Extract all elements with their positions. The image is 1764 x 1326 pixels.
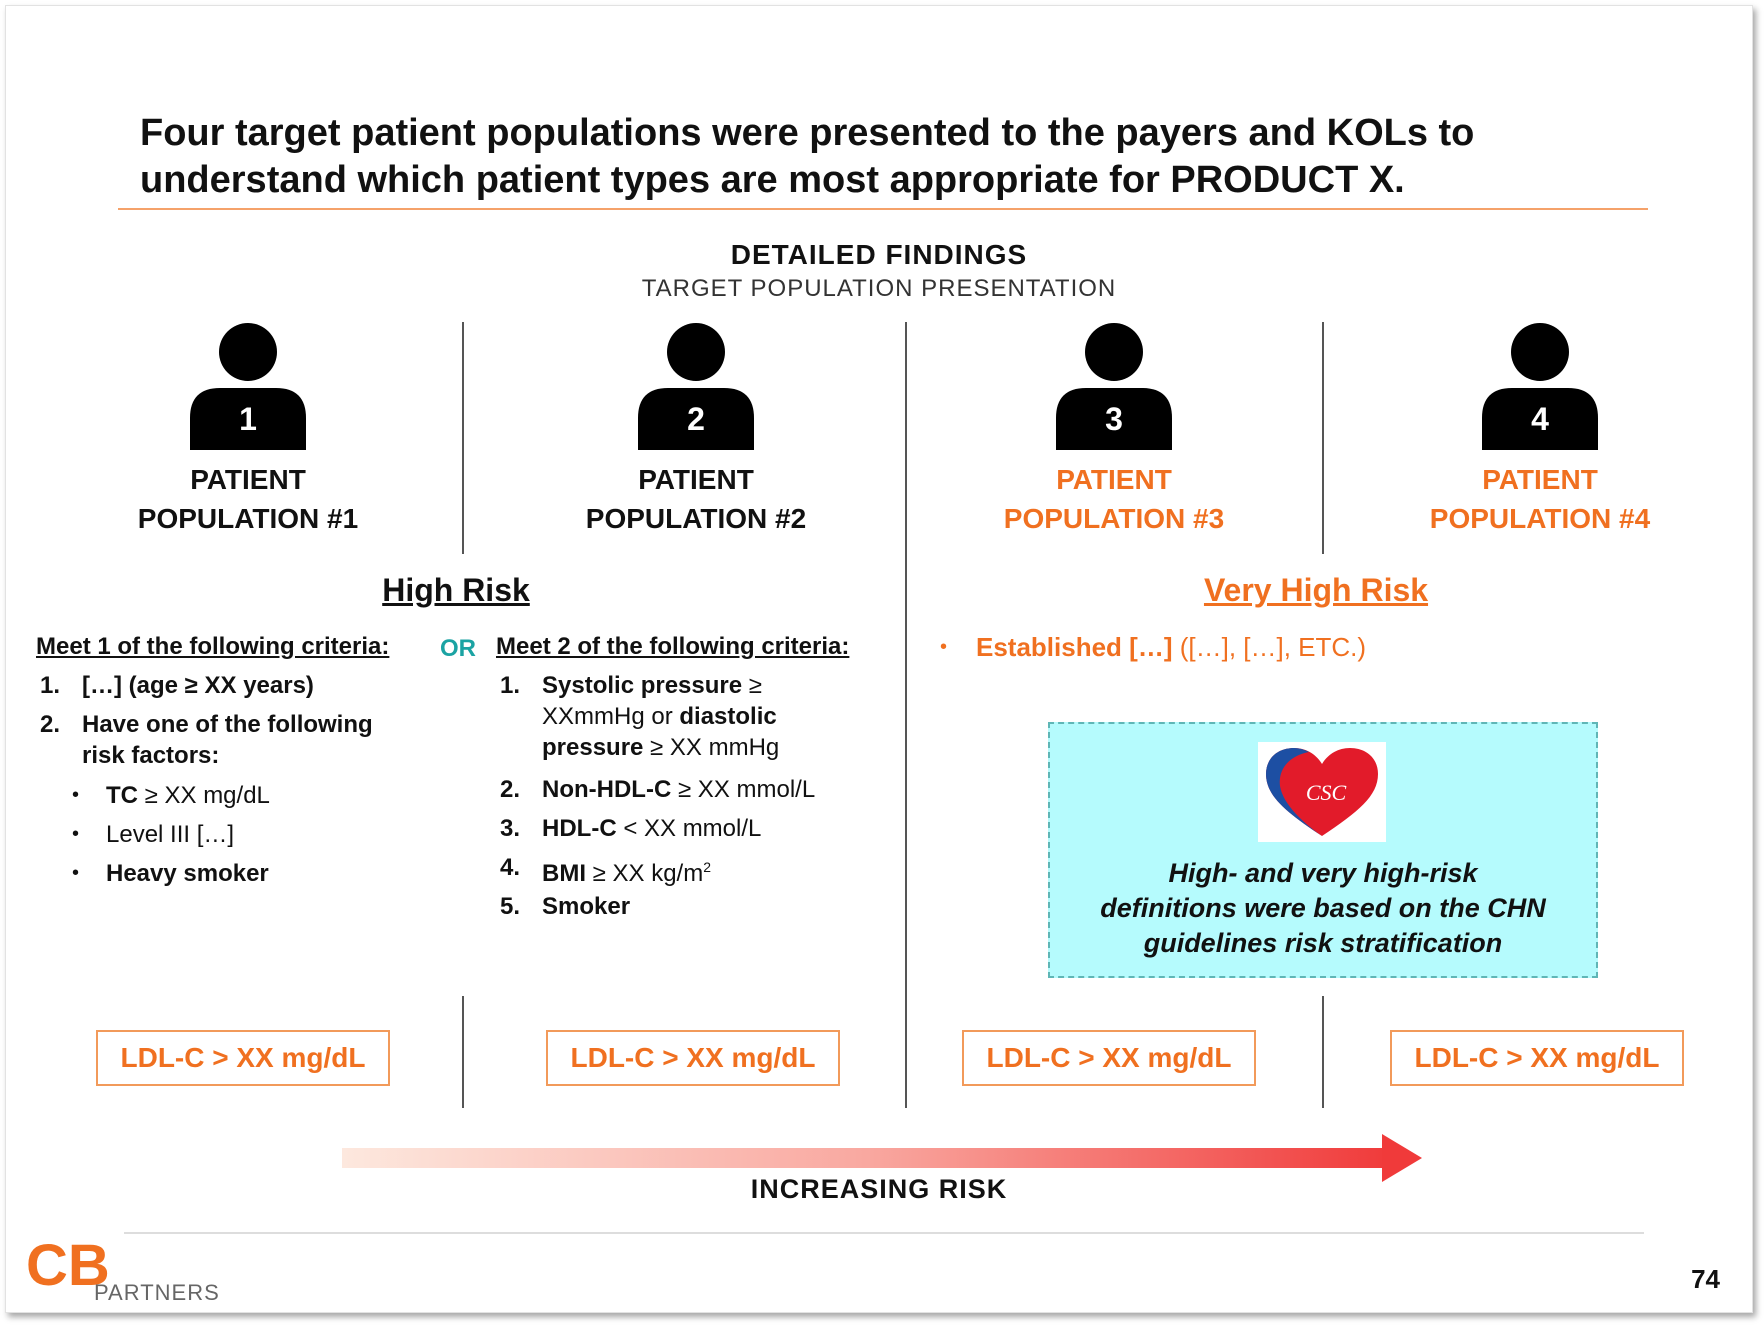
ldl-box-1: LDL-C > XX mg/dL xyxy=(96,1030,390,1086)
divider-3-4-bottom xyxy=(1322,996,1324,1108)
svg-text:CSC: CSC xyxy=(1306,780,1347,805)
arrow-right-icon xyxy=(342,1132,1422,1184)
very-high-risk-heading: Very High Risk xyxy=(1203,572,1429,608)
person-icon: 2 xyxy=(636,322,756,450)
population-number-3: 3 xyxy=(1105,401,1123,437)
page-number: 74 xyxy=(1691,1264,1720,1294)
callout-text: High- and very high-risk definitions wer… xyxy=(1100,858,1546,958)
criteria-heading-meet-1: Meet 1 of the following criteria: xyxy=(36,633,390,660)
or-label: OR xyxy=(440,635,476,662)
heart-logo-icon: CSC xyxy=(1258,742,1386,842)
section-heading: DETAILED FINDINGS xyxy=(730,239,1028,270)
divider-3-4-top xyxy=(1322,322,1324,554)
population-number-1: 1 xyxy=(239,401,257,437)
slide: Four target patient populations were pre… xyxy=(5,5,1753,1313)
population-number-4: 4 xyxy=(1531,401,1549,437)
section-subheading: TARGET POPULATION PRESENTATION xyxy=(641,275,1117,302)
population-number-2: 2 xyxy=(687,401,705,437)
footer-divider xyxy=(124,1232,1644,1234)
title-divider xyxy=(118,208,1648,210)
divider-1-2-bottom xyxy=(462,996,464,1108)
criteria-list-left: 1. […] (age ≥ XX years) 2. Have one of t… xyxy=(40,672,373,887)
ldl-box-2: LDL-C > XX mg/dL xyxy=(546,1030,840,1086)
guidelines-callout: CSC High- and very high-risk definitions… xyxy=(1048,722,1598,978)
criteria-list-right: 1. Systolic pressure ≥ XXmmHg or diastol… xyxy=(500,672,816,920)
criteria-heading-meet-2: Meet 2 of the following criteria: xyxy=(496,633,850,660)
ldl-box-4: LDL-C > XX mg/dL xyxy=(1390,1030,1684,1086)
person-icon: 3 xyxy=(1054,322,1174,450)
person-icon: 4 xyxy=(1480,322,1600,450)
ldl-box-3: LDL-C > XX mg/dL xyxy=(962,1030,1256,1086)
cb-partners-logo: CB PARTNERS xyxy=(26,1233,220,1305)
high-risk-heading: High Risk xyxy=(382,572,530,608)
slide-title: Four target patient populations were pre… xyxy=(140,112,1475,201)
increasing-risk-label: INCREASING RISK xyxy=(750,1174,1008,1204)
person-icon: 1 xyxy=(188,322,308,450)
divider-center xyxy=(905,322,907,1108)
divider-1-2-top xyxy=(462,322,464,554)
